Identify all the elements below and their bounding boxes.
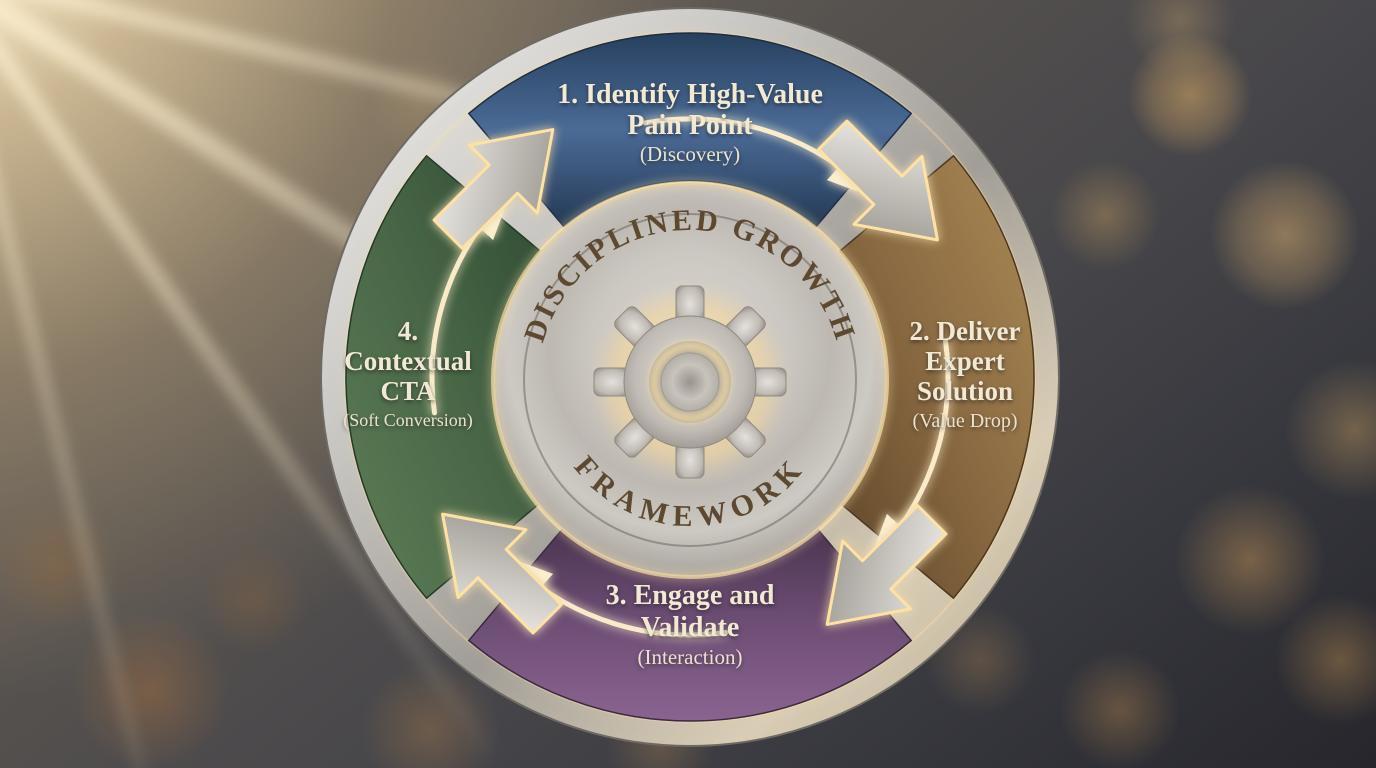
stage-2-line-3: Solution xyxy=(917,376,1013,406)
flow-arrow-icon-1-2 xyxy=(817,119,939,242)
stage-1-line-2: Pain Point xyxy=(627,110,753,141)
flow-arrow-icon-2-3 xyxy=(825,504,948,626)
stage-4-line-2: Contextual xyxy=(344,346,472,376)
hub-glow-ring xyxy=(491,181,889,579)
stage-3-line-2: Validate xyxy=(641,612,740,643)
gear-inner-glow xyxy=(650,342,730,422)
ring-glow xyxy=(344,31,1036,723)
stage-4-line-1: 4. xyxy=(398,316,418,346)
flow-arrows xyxy=(432,119,948,635)
stage-3-line-1: 3. Engage and xyxy=(606,580,775,611)
flow-arrow-icon-4-1 xyxy=(432,128,555,250)
stage-2-label: 2. Deliver Expert Solution (Value Drop) xyxy=(910,316,1021,432)
stage-1-subtitle: (Discovery) xyxy=(640,142,740,166)
stage-4-label: 4. Contextual CTA (Soft Conversion) xyxy=(343,316,473,431)
stage-2-line-2: Expert xyxy=(925,346,1004,376)
stage-3-subtitle: (Interaction) xyxy=(638,645,743,669)
stage-1-line-1: 1. Identify High-Value xyxy=(557,79,823,110)
stage-2-line-1: 2. Deliver xyxy=(910,316,1021,346)
flow-arrow-icon-3-4 xyxy=(441,512,563,635)
stage-4-line-3: CTA xyxy=(380,376,436,406)
stage-3-label: 3. Engage and Validate (Interaction) xyxy=(606,580,775,669)
stage-4-subtitle: (Soft Conversion) xyxy=(343,410,473,431)
stage-2-subtitle: (Value Drop) xyxy=(913,410,1018,432)
stage-1-label: 1. Identify High-Value Pain Point (Disco… xyxy=(557,79,823,166)
gear-icon xyxy=(593,285,787,479)
hub-inner-ring xyxy=(523,213,857,547)
